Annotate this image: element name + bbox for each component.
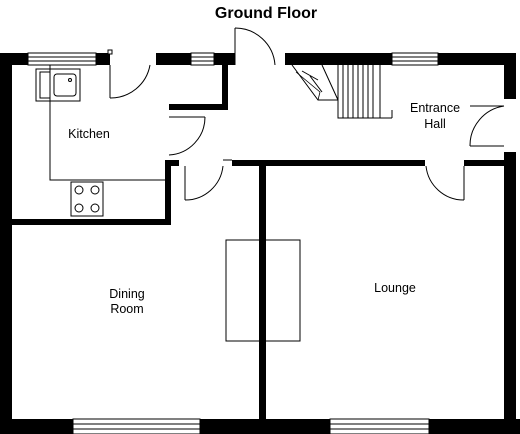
small-window (190, 52, 215, 66)
top-wall-hall-left (214, 53, 235, 65)
lounge-door (425, 165, 465, 201)
kitchen-window (27, 52, 97, 66)
sink-icon (35, 68, 81, 102)
dining-door (184, 159, 232, 201)
interior-walls (12, 65, 504, 419)
hall-window (391, 52, 439, 66)
left-wall (0, 53, 12, 434)
exterior-walls (0, 53, 520, 434)
entrance-hall-label-2: Hall (424, 117, 446, 131)
kitchen-back-door (107, 49, 151, 99)
doors (107, 27, 505, 201)
lounge-window (329, 418, 430, 434)
stair-partition (222, 65, 228, 110)
bottom-wall-mid (200, 419, 330, 434)
top-wall-hall (285, 53, 392, 65)
lounge-label: Lounge (374, 281, 416, 295)
bottom-wall-right (429, 419, 520, 434)
kitchen-dining-wall (12, 219, 171, 225)
corridor-wall (169, 104, 224, 110)
dining-lounge-wall (259, 166, 266, 419)
worktop (49, 65, 165, 181)
dining-room-label-2: Room (110, 302, 143, 316)
top-wall-right (438, 53, 516, 65)
kitchen-side-wall (165, 160, 171, 225)
top-wall-kitchen (96, 53, 110, 65)
top-wall-mid (156, 53, 191, 65)
right-wall-lower (504, 152, 516, 434)
plan-title: Ground Floor (215, 5, 317, 22)
staircase (291, 64, 393, 119)
hall-lounge-wall-right (464, 160, 504, 166)
dining-table (225, 239, 301, 342)
right-wall-upper (504, 53, 516, 99)
front-door (469, 105, 505, 147)
hob-icon (70, 181, 104, 217)
stair-cupboard-door (234, 27, 276, 66)
windows (27, 52, 439, 434)
entrance-hall-label-1: Entrance (410, 101, 460, 115)
dining-room-label-1: Dining (109, 287, 144, 301)
kitchen-fixtures (35, 65, 165, 217)
bottom-wall-left (0, 419, 73, 434)
kitchen-door-jamb (165, 160, 179, 166)
dining-window (72, 418, 201, 434)
hall-lounge-wall (232, 160, 425, 166)
corridor-door (168, 116, 206, 156)
kitchen-label: Kitchen (68, 127, 110, 141)
